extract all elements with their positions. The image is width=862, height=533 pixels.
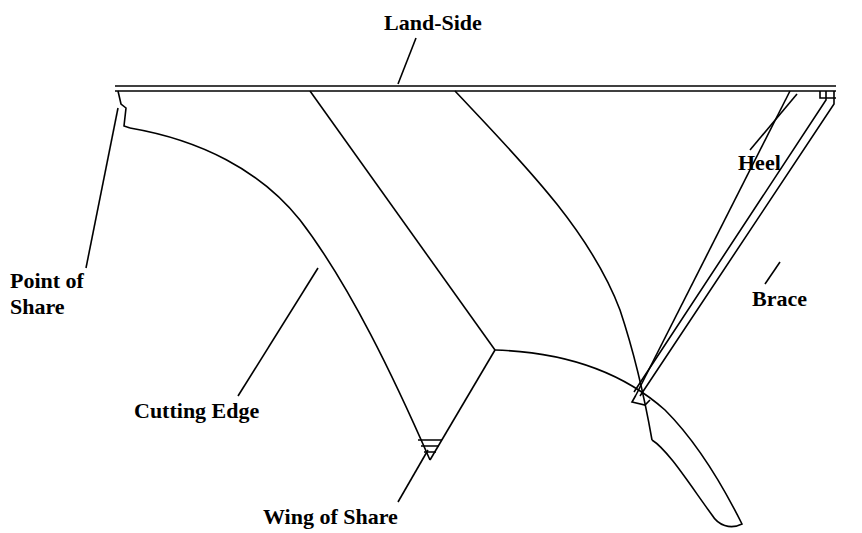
rear-edge (636, 91, 790, 395)
land-side-line (115, 90, 836, 92)
part-label: Brace (752, 286, 807, 312)
land-side-line (115, 85, 836, 87)
part-label: Point of Share (10, 268, 120, 320)
leader-line (86, 108, 118, 268)
cutting-edge (130, 128, 430, 460)
wing-edge (430, 350, 495, 460)
part-label: Cutting Edge (134, 398, 259, 424)
share-point (118, 91, 130, 128)
brace-bar (634, 91, 826, 392)
leader-line (750, 94, 797, 150)
heel-bracket (820, 91, 836, 98)
leader-line (765, 262, 780, 284)
part-label: Heel (738, 150, 781, 176)
brace-bar (640, 91, 834, 396)
part-label: Wing of Share (263, 504, 398, 530)
leader-line (398, 38, 416, 84)
moldboard-line (455, 91, 652, 440)
leader-line (398, 450, 428, 502)
moldboard-edge (495, 350, 742, 527)
share-joint-line (310, 91, 495, 350)
leader-line (238, 268, 318, 396)
rear-foot (632, 395, 650, 405)
part-label: Land-Side (384, 10, 482, 36)
